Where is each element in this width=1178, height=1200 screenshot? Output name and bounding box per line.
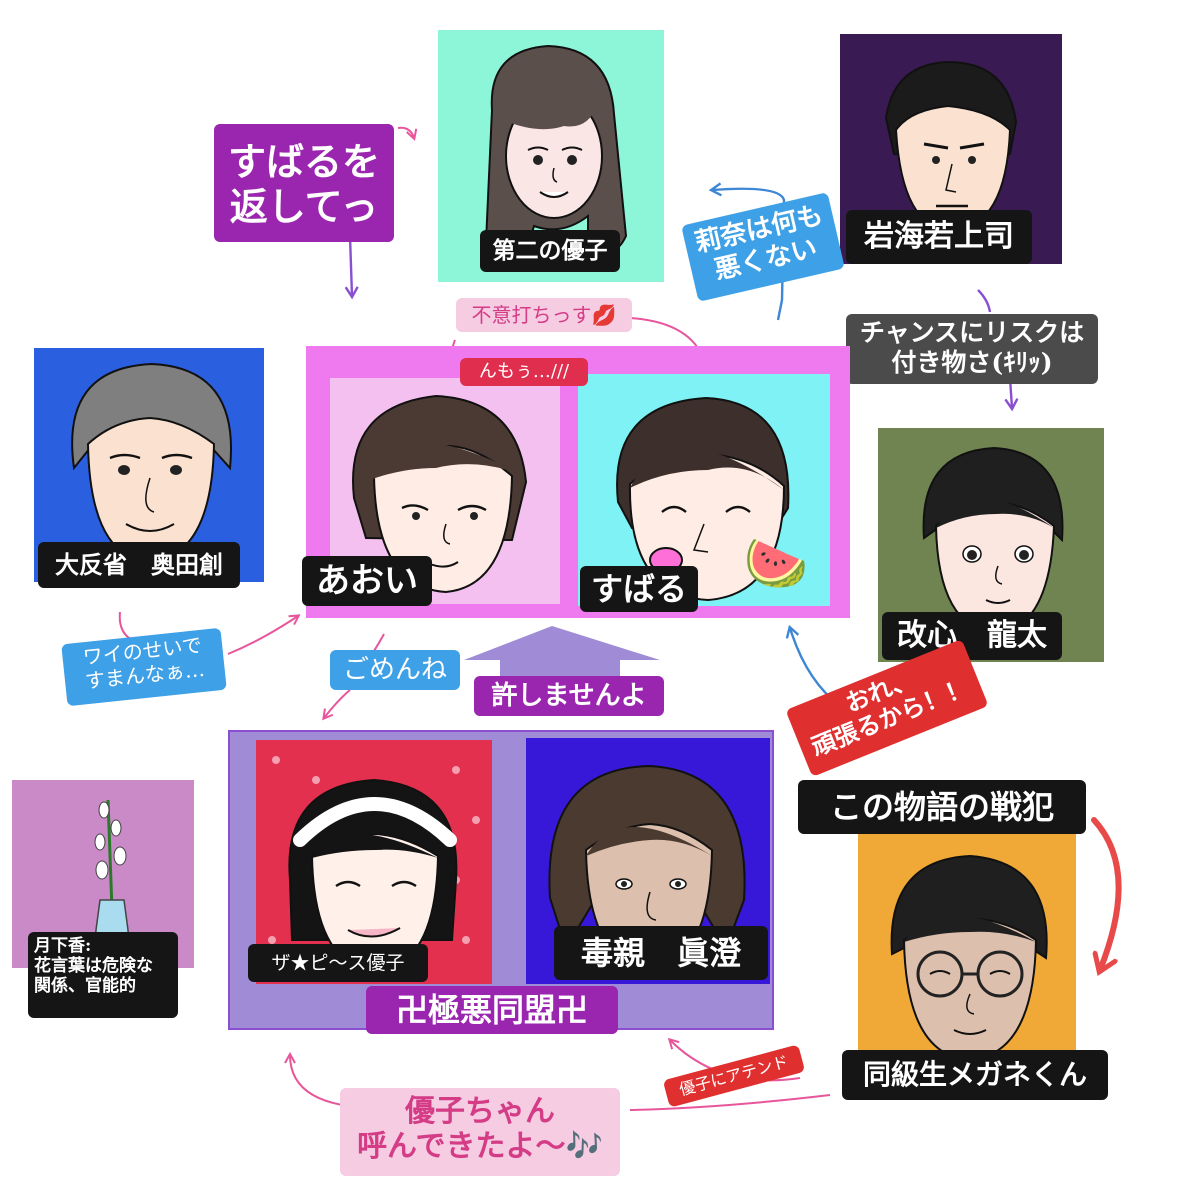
- panel-subaru: [578, 374, 830, 606]
- long-hair-woman-icon: [484, 44, 628, 263]
- speech-sorry-wai: ワイのせいで すまんなぁ…: [61, 627, 227, 707]
- alliance-label: 卍極悪同盟卍: [366, 986, 618, 1034]
- name-glasses-kun: 同級生メガネくん: [842, 1050, 1108, 1100]
- glasses-man-icon: [890, 854, 1048, 1062]
- name-the-peace-yuko: ザ★ピ～ス優子: [248, 944, 428, 982]
- arrow-to-couple: [350, 235, 352, 296]
- bob-hair-woman-icon: [352, 394, 528, 594]
- arrow-called-yuko: [629, 1094, 831, 1111]
- curly-hair-man-icon: [922, 446, 1064, 636]
- panel-glasses-kun: [858, 834, 1076, 1074]
- arrow-war-criminal: [1091, 817, 1122, 970]
- name-aoi: あおい: [302, 556, 432, 606]
- name-ryuta: 改心 龍太: [882, 612, 1062, 660]
- panel-second-yuko: 第二の優子: [438, 30, 664, 282]
- watermelon-icon: 🍉: [743, 534, 809, 594]
- speech-give-back-subaru: すばるを 返してっ: [214, 124, 394, 242]
- speech-gomenne: ごめんね: [330, 650, 460, 690]
- speech-chance-risk: チャンスにリスクは 付き物さ(ｷﾘｯ): [846, 314, 1098, 384]
- panel-aoi: [330, 378, 560, 604]
- name-iwami: 岩海若上司: [846, 210, 1032, 264]
- arrow-okuda: [118, 611, 133, 641]
- speech-rina-not-bad: 莉奈は何も 悪くない: [681, 192, 845, 302]
- panel-iwami: 岩海若上司: [840, 34, 1062, 264]
- smiling-man-icon: [616, 396, 790, 602]
- label-war-criminal: この物語の戦犯: [798, 780, 1086, 834]
- panel-masumi: 毒親 眞澄: [526, 738, 770, 984]
- speech-surprise-kiss: 不意打ちっす💋: [456, 298, 632, 332]
- gray-hair-man-icon: [71, 362, 232, 564]
- name-masumi: 毒親 眞澄: [554, 926, 768, 980]
- flower-caption: 月下香: 花言葉は危険な 関係、官能的: [28, 932, 178, 1018]
- name-subaru: すばる: [580, 566, 698, 612]
- speech-attend-yuko: 優子にアテンド: [662, 1044, 806, 1108]
- arrow-to-second-yuko: [397, 126, 414, 138]
- speech-called-yuko: 優子ちゃん 呼んできたよ〜🎶: [340, 1088, 620, 1176]
- arrow-okuda-2: [227, 616, 298, 655]
- name-okuda: 大反省 奥田創: [38, 542, 240, 588]
- name-second-yuko: 第二の優子: [480, 230, 620, 272]
- arrow-gomenne-2: [324, 689, 351, 718]
- panel-okuda: 大反省 奥田創: [34, 348, 264, 588]
- speech-nmou: んもぅ…///: [460, 358, 588, 386]
- arrow-iwami-ryuta: [977, 289, 992, 313]
- speech-not-forgive: 許しませんよ: [474, 676, 664, 716]
